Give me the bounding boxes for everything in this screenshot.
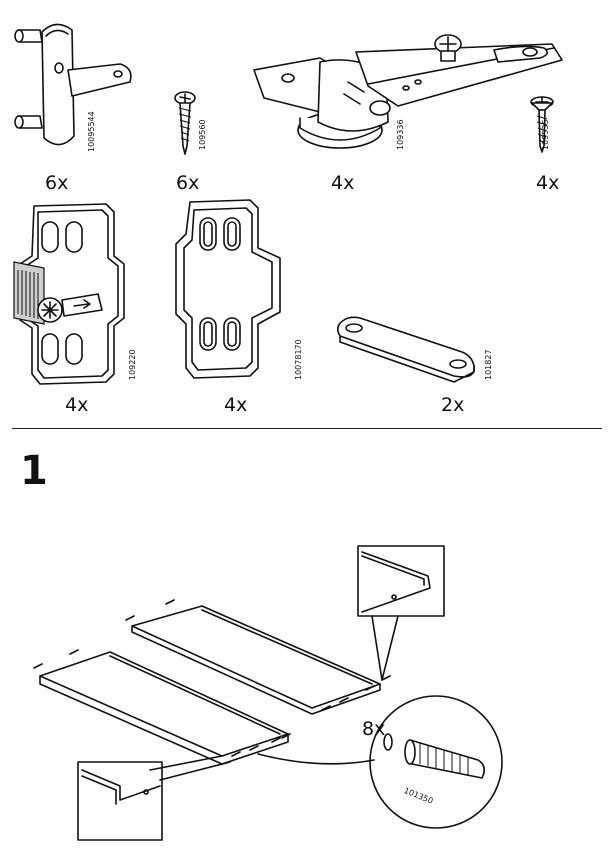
part-code-label: 10095544 xyxy=(87,111,96,152)
countersunk-screw-icon xyxy=(530,96,554,153)
part-code-label: 109336 xyxy=(396,119,405,150)
hinge-mounting-plate-icon xyxy=(13,203,125,385)
part-code-label: 109560 xyxy=(198,119,207,150)
part-code-label: 109535 xyxy=(541,119,550,150)
part-code-label: 101827 xyxy=(484,349,493,380)
part-quantity-label: 6x xyxy=(45,172,69,194)
connector-bracket-icon xyxy=(336,316,475,383)
damper-pad-icon xyxy=(175,199,281,379)
shelf-panels-illustration xyxy=(33,545,503,841)
dowel-quantity-label: 8x xyxy=(362,718,386,740)
hinge-mounting-plate-part xyxy=(10,198,130,388)
part-quantity-label: 4x xyxy=(65,394,89,416)
pan-head-screw-part xyxy=(170,88,200,158)
shelf-support-pin-icon xyxy=(14,23,132,146)
section-divider xyxy=(12,428,602,429)
step-illustration xyxy=(0,540,613,850)
pan-head-screw-icon xyxy=(174,91,196,155)
connector-bracket-part xyxy=(334,312,480,383)
part-quantity-label: 6x xyxy=(176,172,200,194)
part-quantity-label: 4x xyxy=(536,172,560,194)
part-code-label: 109220 xyxy=(128,349,137,380)
cabinet-hinge-icon xyxy=(253,34,563,149)
part-quantity-label: 2x xyxy=(441,394,465,416)
cabinet-hinge-part xyxy=(248,22,578,154)
part-code-label: 10078170 xyxy=(294,339,303,380)
shelf-support-pin-part xyxy=(10,12,140,162)
step-number: 1 xyxy=(20,448,48,494)
part-quantity-label: 4x xyxy=(331,172,355,194)
part-quantity-label: 4x xyxy=(224,394,248,416)
damper-pad-part xyxy=(170,196,290,382)
countersunk-screw-part xyxy=(528,94,556,154)
